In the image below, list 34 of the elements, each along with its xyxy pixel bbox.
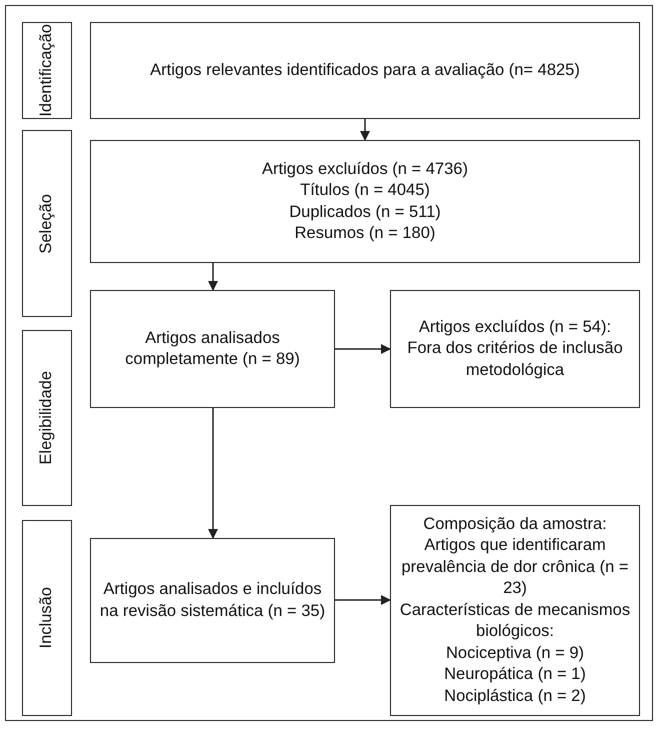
stage-label-box	[22, 330, 72, 506]
stage-label: Elegibilidade	[36, 371, 56, 465]
box-text: Resumos (n = 180)	[294, 222, 436, 244]
process-box	[90, 290, 335, 408]
stage-label-box	[22, 22, 72, 119]
arrow	[208, 263, 218, 291]
box-text: Artigos excluídos (n = 54):	[418, 316, 612, 338]
box-text: Duplicados (n = 511)	[289, 202, 441, 222]
arrow	[208, 408, 218, 539]
process-box	[390, 290, 640, 408]
box-text: Neuropática (n = 1)	[444, 664, 586, 686]
box-text: Características de mecanismos biológicos:	[398, 600, 632, 642]
box-text: Composição da amostra:	[423, 514, 607, 536]
box-text: Títulos (n = 4045)	[300, 180, 430, 202]
box-text: Artigos excluídos (n = 4736)	[262, 158, 468, 180]
arrow	[335, 344, 391, 354]
process-box	[90, 22, 640, 119]
box-text: Artigos analisados completamente (n = 89)	[124, 328, 301, 370]
stage-label-box	[22, 520, 72, 716]
box-text: Nociplástica (n = 2)	[444, 686, 586, 707]
process-box	[90, 140, 640, 263]
box-text: Artigos que identificaram prevalência de dor crônica (n = 23)	[400, 535, 630, 600]
stage-label: Identificação	[36, 24, 56, 117]
stage-label: Inclusão	[36, 587, 56, 649]
stage-label: Seleção	[36, 194, 56, 254]
box-text: Artigos relevantes identificados para a avaliação (n= 4825)	[150, 60, 580, 81]
arrow	[335, 595, 391, 605]
box-text: Fora dos critérios de inclusão metodológica	[406, 338, 624, 381]
box-text: Artigos analisados e incluídos na revisão sistemática (n = 35)	[98, 579, 326, 622]
stage-label-box	[22, 130, 72, 317]
arrow	[360, 119, 370, 141]
process-box	[390, 505, 640, 716]
box-text: Nociceptiva (n = 9)	[446, 642, 584, 664]
process-box	[90, 538, 335, 663]
